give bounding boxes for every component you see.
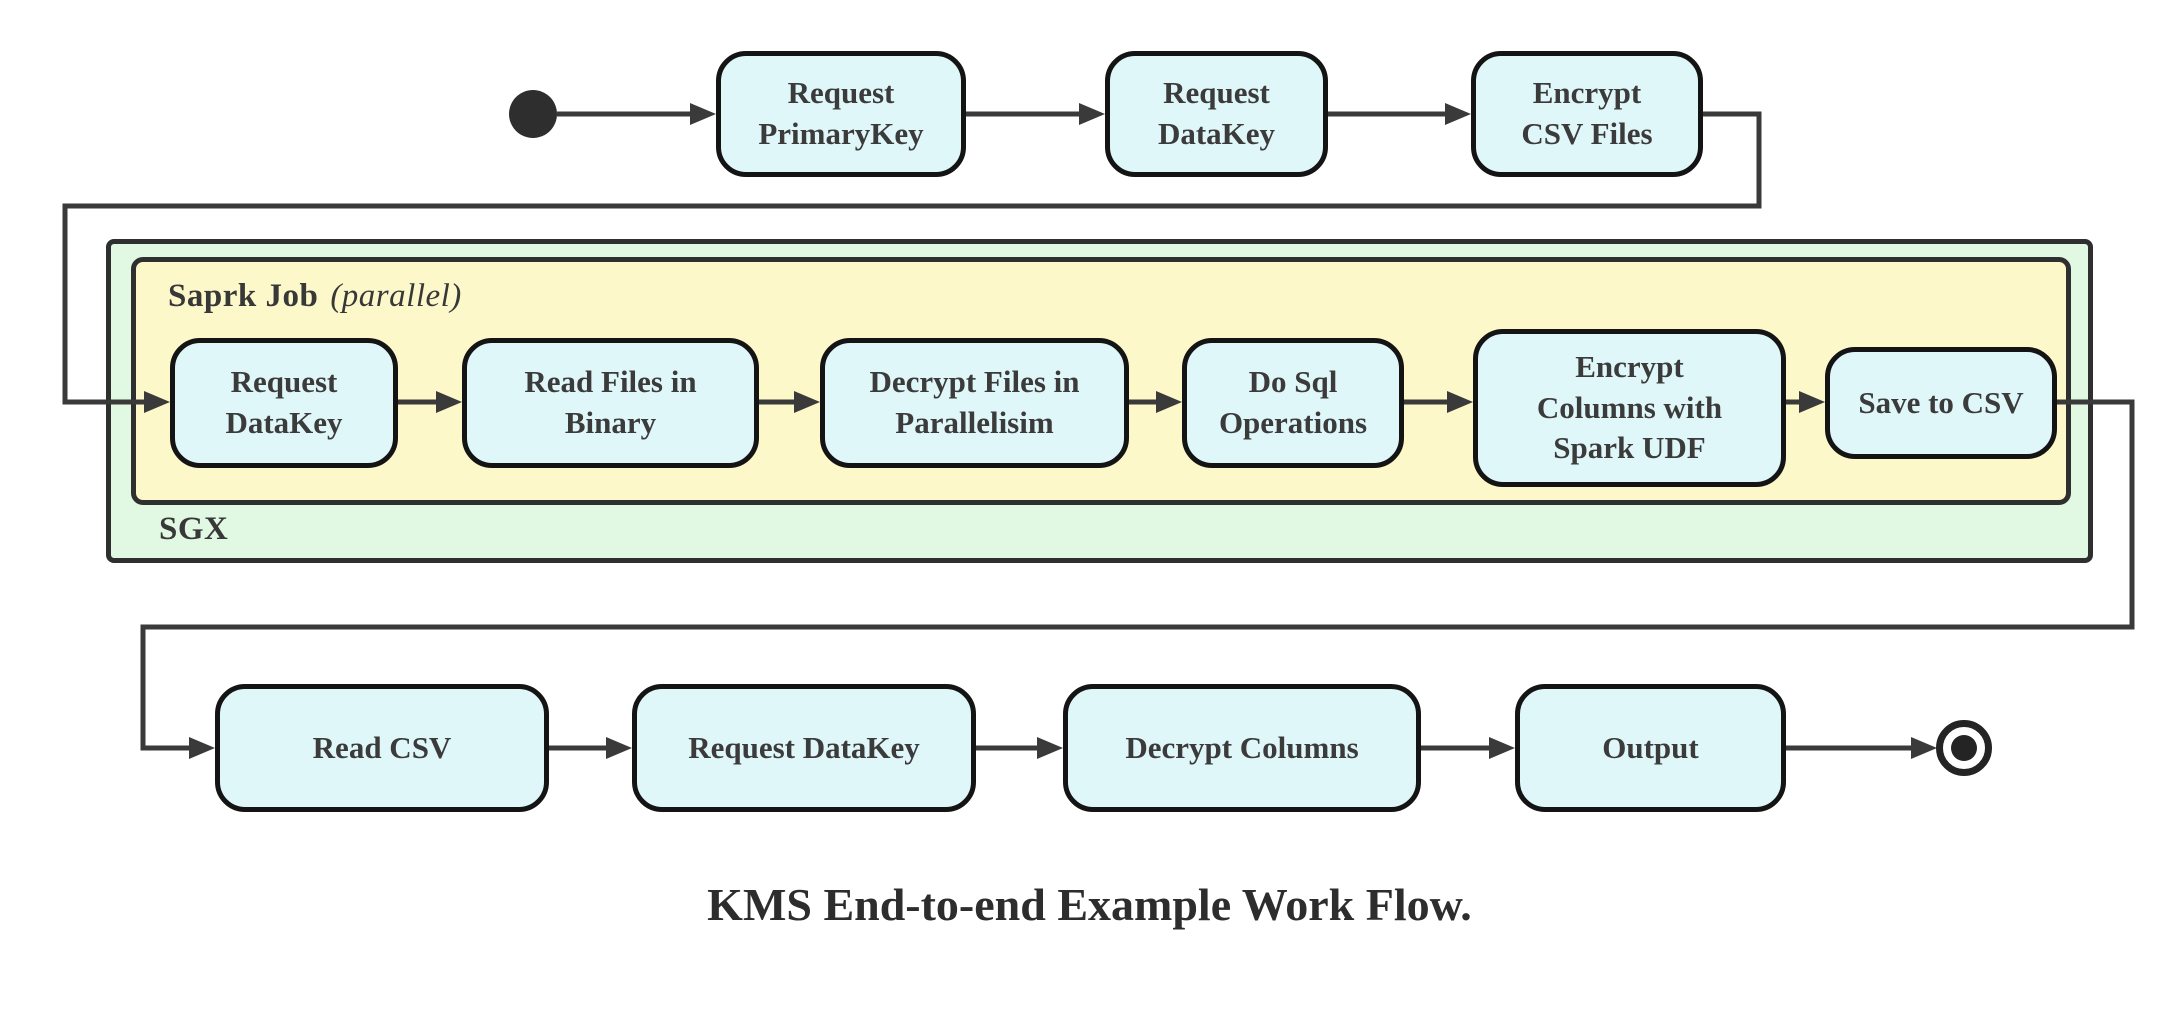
spark-job-qualifier: (parallel)	[330, 278, 462, 314]
node-save-to-csv: Save to CSV	[1825, 347, 2057, 459]
node-request-datakey-bottom: Request DataKey	[632, 684, 976, 812]
arrowhead-icon	[1445, 103, 1471, 125]
node-encrypt-columns-with-spark-udf: Encrypt Columns with Spark UDF	[1473, 329, 1786, 487]
diagram-caption: KMS End-to-end Example Work Flow.	[707, 879, 1472, 930]
node-request-primarykey: Request PrimaryKey	[716, 51, 966, 177]
end-node-icon	[1936, 720, 1992, 776]
arrowhead-icon	[606, 737, 632, 759]
sgx-label: SGX	[159, 511, 229, 547]
node-decrypt-files-in-parallelisim: Decrypt Files in Parallelisim	[820, 338, 1129, 468]
spark-job-title: Saprk Job	[168, 278, 319, 314]
end-node-inner-dot	[1951, 735, 1977, 761]
arrowhead-icon	[1489, 737, 1515, 759]
node-read-csv: Read CSV	[215, 684, 549, 812]
arrowhead-icon	[690, 103, 716, 125]
arrowhead-icon	[189, 737, 215, 759]
arrowhead-icon	[1079, 103, 1105, 125]
start-node-icon	[509, 90, 557, 138]
node-do-sql-operations: Do Sql Operations	[1182, 338, 1404, 468]
node-spark-request-datakey: Request DataKey	[170, 338, 398, 468]
spark-job-label: Saprk Job (parallel)	[168, 278, 462, 315]
node-decrypt-columns: Decrypt Columns	[1063, 684, 1421, 812]
arrowhead-icon	[1037, 737, 1063, 759]
node-encrypt-csv-files: Encrypt CSV Files	[1471, 51, 1703, 177]
node-read-files-in-binary: Read Files in Binary	[462, 338, 759, 468]
node-request-datakey-top: Request DataKey	[1105, 51, 1328, 177]
arrowhead-icon	[1911, 737, 1937, 759]
node-output: Output	[1515, 684, 1786, 812]
